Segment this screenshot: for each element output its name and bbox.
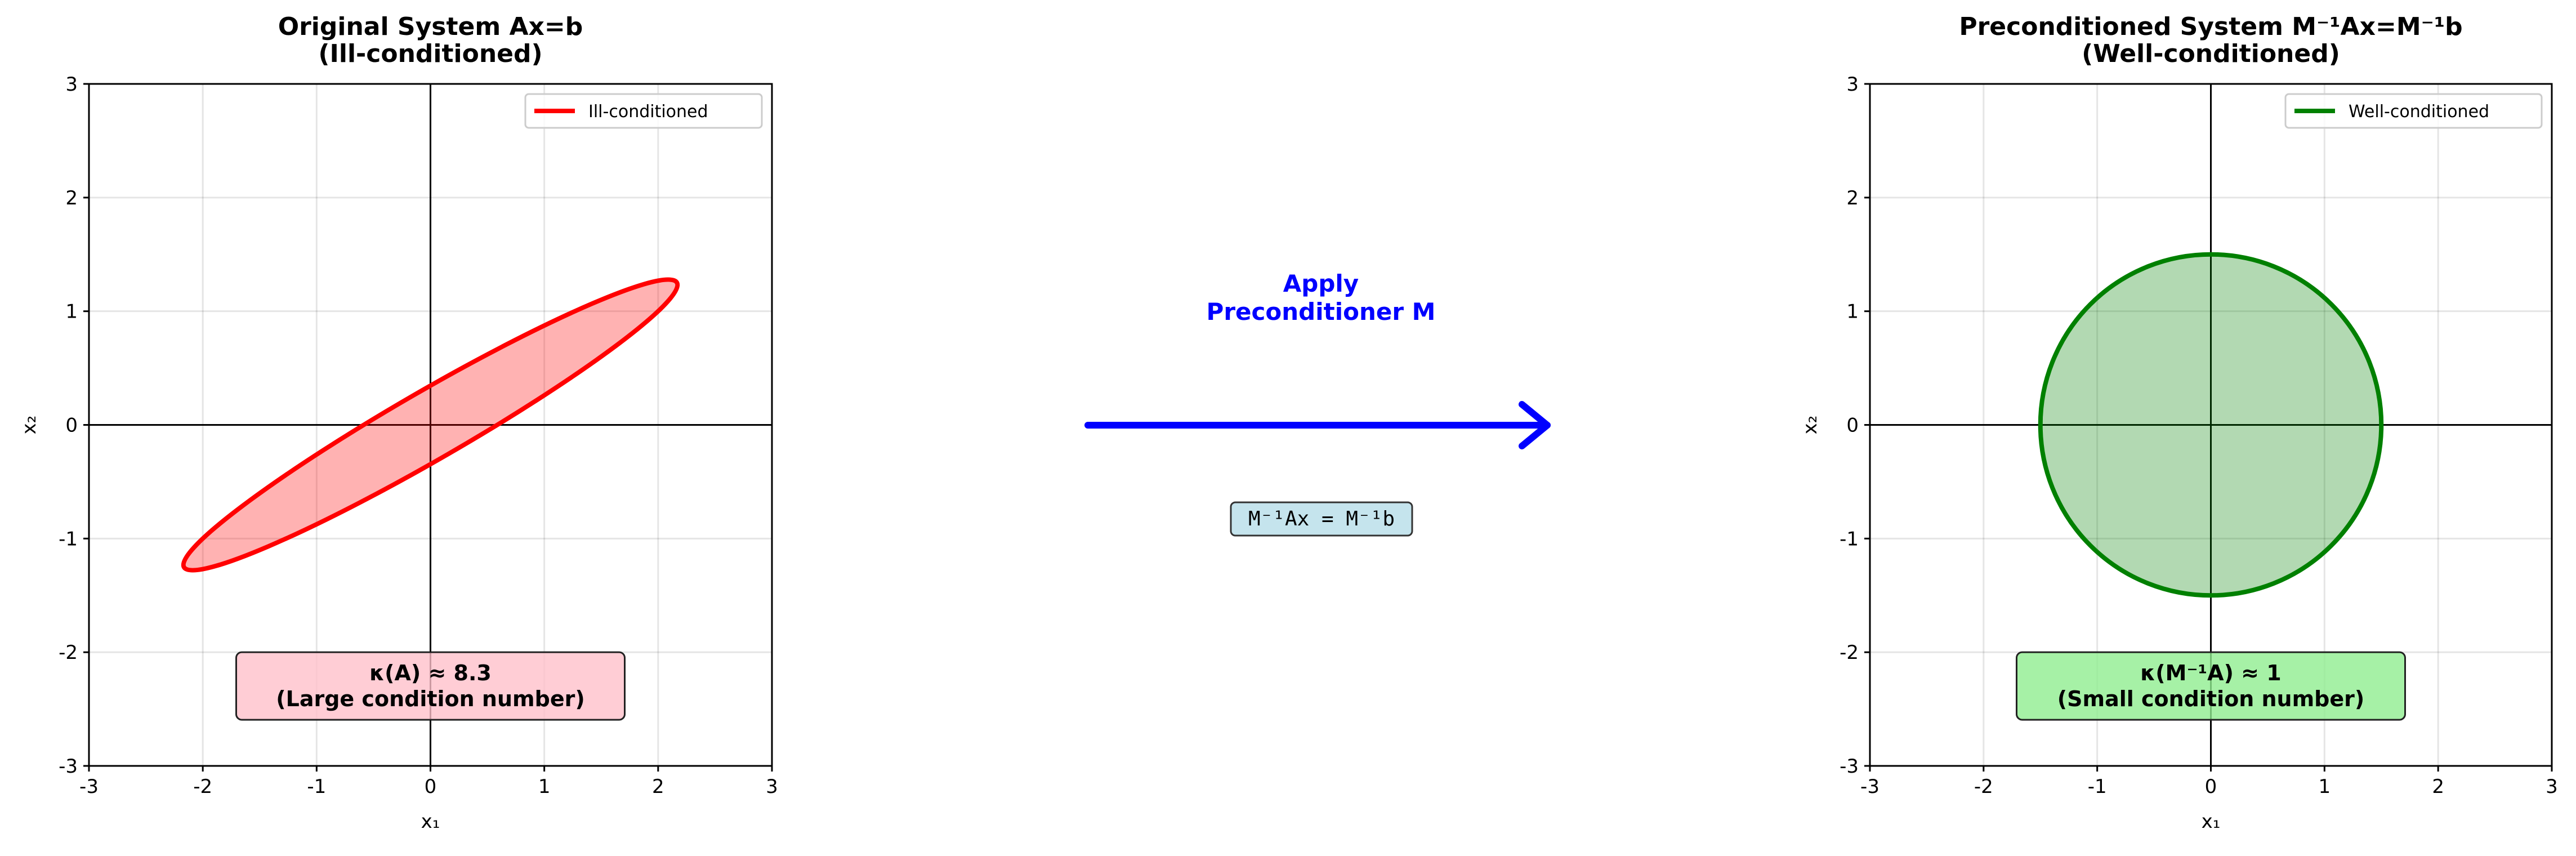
legend-label: Ill-conditioned [588, 102, 708, 122]
right-panel-well-conditioned: Preconditioned System M⁻¹Ax=M⁻¹b(Well-co… [1799, 12, 2558, 833]
equation-text: M⁻¹Ax = M⁻¹b [1248, 507, 1395, 530]
arrow-head [1519, 401, 1551, 449]
region-shape [2038, 252, 2384, 598]
y-tick-label: 1 [1846, 301, 1859, 323]
y-tick-label: 1 [65, 301, 78, 323]
x-axis-label: x₁ [2202, 810, 2221, 833]
condition-number-box [2016, 651, 2406, 721]
x-axis-label: x₁ [421, 810, 440, 833]
y-axis-label: x₂ [18, 416, 41, 435]
chart-title-line: (Well-conditioned) [2082, 39, 2340, 68]
x-tick-label: -3 [1860, 775, 1879, 798]
condition-number-text: (Large condition number) [276, 686, 584, 711]
region-shape [181, 277, 680, 573]
left-panel-ill-conditioned: Original System Ax=b(Ill-conditioned)-3-… [18, 12, 778, 833]
legend-label: Well-conditioned [2349, 102, 2489, 122]
apply-label-line2: Preconditioner M [1207, 298, 1436, 326]
y-tick-label: 3 [65, 73, 78, 96]
middle-transformation: Apply Preconditioner M M⁻¹Ax = M⁻¹b [1084, 270, 1551, 537]
y-tick-label: 3 [1846, 73, 1859, 96]
x-tick-label: -1 [2088, 775, 2107, 798]
x-tick-label: 1 [538, 775, 551, 798]
x-tick-label: 0 [425, 775, 437, 798]
y-tick-label: -3 [59, 755, 78, 778]
y-tick-label: -1 [59, 528, 78, 550]
y-axis-label: x₂ [1799, 416, 1821, 435]
x-tick-label: -1 [307, 775, 326, 798]
y-tick-label: 2 [65, 187, 78, 209]
x-tick-label: 3 [766, 775, 778, 798]
condition-number-text: (Small condition number) [2057, 686, 2365, 711]
y-tick-label: 0 [1846, 414, 1859, 437]
x-tick-label: 3 [2546, 775, 2558, 798]
x-tick-label: 0 [2205, 775, 2217, 798]
y-tick-label: -2 [1840, 641, 1859, 664]
x-tick-label: -3 [79, 775, 99, 798]
chart-title-line: Original System Ax=b [278, 12, 583, 41]
y-tick-label: 2 [1846, 187, 1859, 209]
legend-box [2284, 93, 2543, 129]
x-tick-label: 1 [2319, 775, 2331, 798]
y-tick-label: -2 [59, 641, 78, 664]
x-tick-label: 2 [652, 775, 664, 798]
y-tick-label: -1 [1840, 528, 1859, 550]
x-tick-label: -2 [193, 775, 212, 798]
y-tick-label: -3 [1840, 755, 1859, 778]
x-tick-label: 2 [2432, 775, 2444, 798]
chart-title-line: Preconditioned System M⁻¹Ax=M⁻¹b [1959, 12, 2462, 41]
condition-number-text: κ(M⁻¹A) ≈ 1 [2140, 661, 2281, 685]
apply-label-line1: Apply [1283, 270, 1359, 297]
x-tick-label: -2 [1974, 775, 1993, 798]
legend-box [524, 93, 763, 129]
condition-number-text: κ(A) ≈ 8.3 [369, 661, 492, 685]
chart-title-line: (Ill-conditioned) [318, 39, 542, 68]
y-tick-label: 0 [65, 414, 78, 437]
condition-number-box [235, 651, 626, 721]
equation-box [1230, 501, 1413, 537]
